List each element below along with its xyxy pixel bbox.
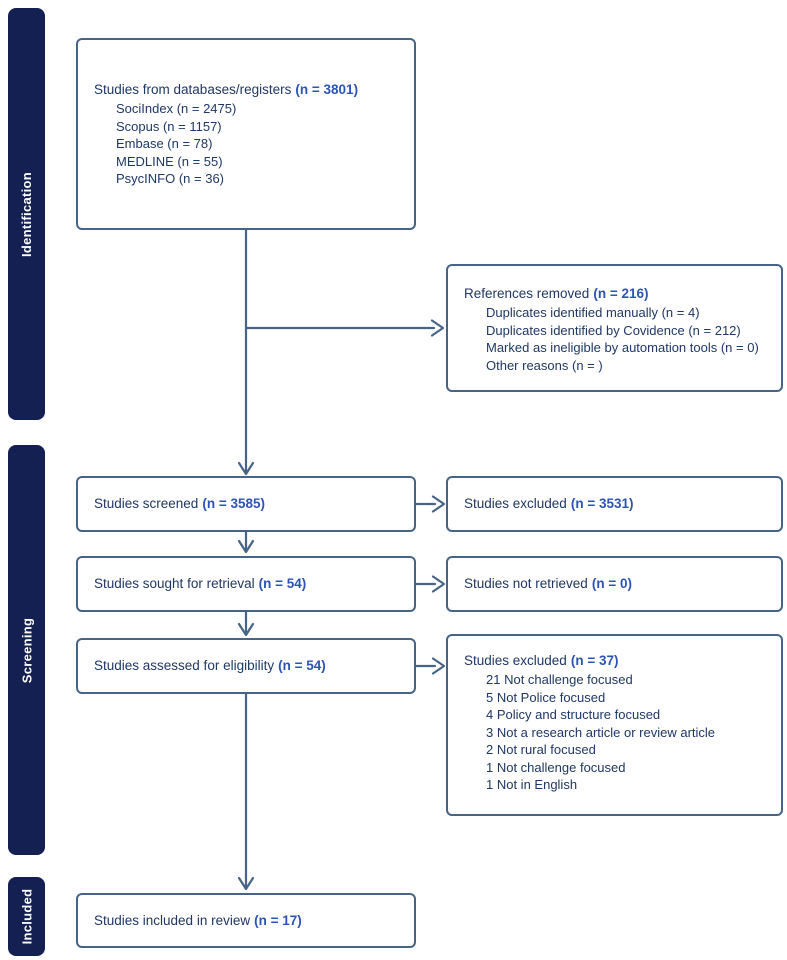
stage-bar-identification: Identification — [8, 8, 45, 420]
arrow-sought-to-assessed — [237, 610, 255, 637]
box-n-value: (n = 3531) — [570, 496, 634, 511]
box-title: References removed(n = 216) — [464, 285, 767, 303]
box-title-text: Studies excluded — [464, 496, 567, 511]
box-studies-excluded-eligibility: Studies excluded(n = 37) 21 Not challeng… — [446, 634, 783, 816]
list-item: Marked as ineligible by automation tools… — [486, 340, 759, 355]
box-title-text: Studies included in review — [94, 912, 251, 928]
list-item: PsycINFO (n = 36) — [116, 171, 224, 186]
arrow-assessed-to-included — [237, 692, 255, 891]
box-n-value: (n = 3801) — [295, 82, 359, 97]
list-item: 4 Policy and structure focused — [486, 707, 661, 722]
box-references-removed: References removed(n = 216) Duplicates i… — [446, 264, 783, 392]
list-item: Embase (n = 78) — [116, 136, 213, 151]
arrow-screened-to-excluded — [414, 495, 446, 513]
box-title: Studies excluded(n = 37) — [464, 652, 767, 670]
stage-label-screening: Screening — [19, 617, 34, 683]
arrow-databases-to-screened — [237, 228, 255, 476]
box-n-value: (n = 17) — [254, 912, 302, 928]
stage-label-identification: Identification — [19, 171, 34, 257]
box-studies-assessed: Studies assessed for eligibility(n = 54) — [76, 638, 416, 694]
box-title-text: Studies from databases/registers — [94, 82, 292, 97]
box-studies-screened: Studies screened(n = 3585) — [76, 476, 416, 532]
box-title-text: Studies sought for retrieval — [94, 576, 255, 591]
removal-reason-list: Duplicates identified manually (n = 4) D… — [486, 304, 767, 374]
list-item: MEDLINE (n = 55) — [116, 153, 223, 169]
box-title-text: Studies not retrieved — [464, 576, 588, 591]
list-item: SociIndex (n = 2475) — [116, 101, 237, 116]
box-studies-not-retrieved: Studies not retrieved(n = 0) — [446, 556, 783, 612]
arrow-assessed-to-excluded — [414, 657, 446, 675]
list-item: 3 Not a research article or review artic… — [486, 724, 716, 740]
list-item: Scopus (n = 1157) — [116, 118, 222, 134]
box-title-text: Studies assessed for eligibility — [94, 658, 275, 673]
stage-bar-screening: Screening — [8, 445, 45, 855]
box-studies-excluded-screening: Studies excluded(n = 3531) — [446, 476, 783, 532]
list-item: 1 Not in English — [486, 777, 578, 792]
arrow-branch-to-references-removed — [244, 319, 445, 337]
list-item: Other reasons (n = ) — [486, 357, 603, 373]
list-item: 21 Not challenge focused — [486, 672, 633, 687]
list-item: 5 Not Police focused — [486, 689, 606, 705]
list-item: 2 Not rural focused — [486, 742, 596, 757]
box-n-value: (n = 0) — [591, 576, 633, 591]
box-n-value: (n = 216) — [593, 286, 649, 301]
stage-bar-included: Included — [8, 877, 45, 956]
box-studies-sought: Studies sought for retrieval(n = 54) — [76, 556, 416, 612]
box-n-value: (n = 54) — [278, 658, 326, 673]
box-studies-from-databases: Studies from databases/registers(n = 380… — [76, 38, 416, 230]
box-title: Studies from databases/registers(n = 380… — [94, 81, 400, 99]
box-n-value: (n = 37) — [570, 653, 619, 668]
list-item: 1 Not challenge focused — [486, 759, 626, 775]
arrow-sought-to-not-retrieved — [414, 575, 446, 593]
box-title-text: References removed — [464, 286, 590, 301]
arrow-screened-to-sought — [237, 530, 255, 554]
exclusion-reason-list: 21 Not challenge focused 5 Not Police fo… — [486, 671, 767, 794]
stage-label-included: Included — [19, 888, 35, 945]
box-n-value: (n = 3585) — [202, 496, 266, 511]
box-n-value: (n = 54) — [258, 576, 307, 591]
box-studies-included: Studies included in review(n = 17) — [76, 893, 416, 948]
database-list: SociIndex (n = 2475) Scopus (n = 1157) E… — [116, 100, 400, 188]
list-item: Duplicates identified by Covidence (n = … — [486, 322, 741, 338]
list-item: Duplicates identified manually (n = 4) — [486, 305, 700, 320]
box-title-text: Studies screened — [94, 496, 199, 511]
box-title-text: Studies excluded — [464, 653, 567, 668]
